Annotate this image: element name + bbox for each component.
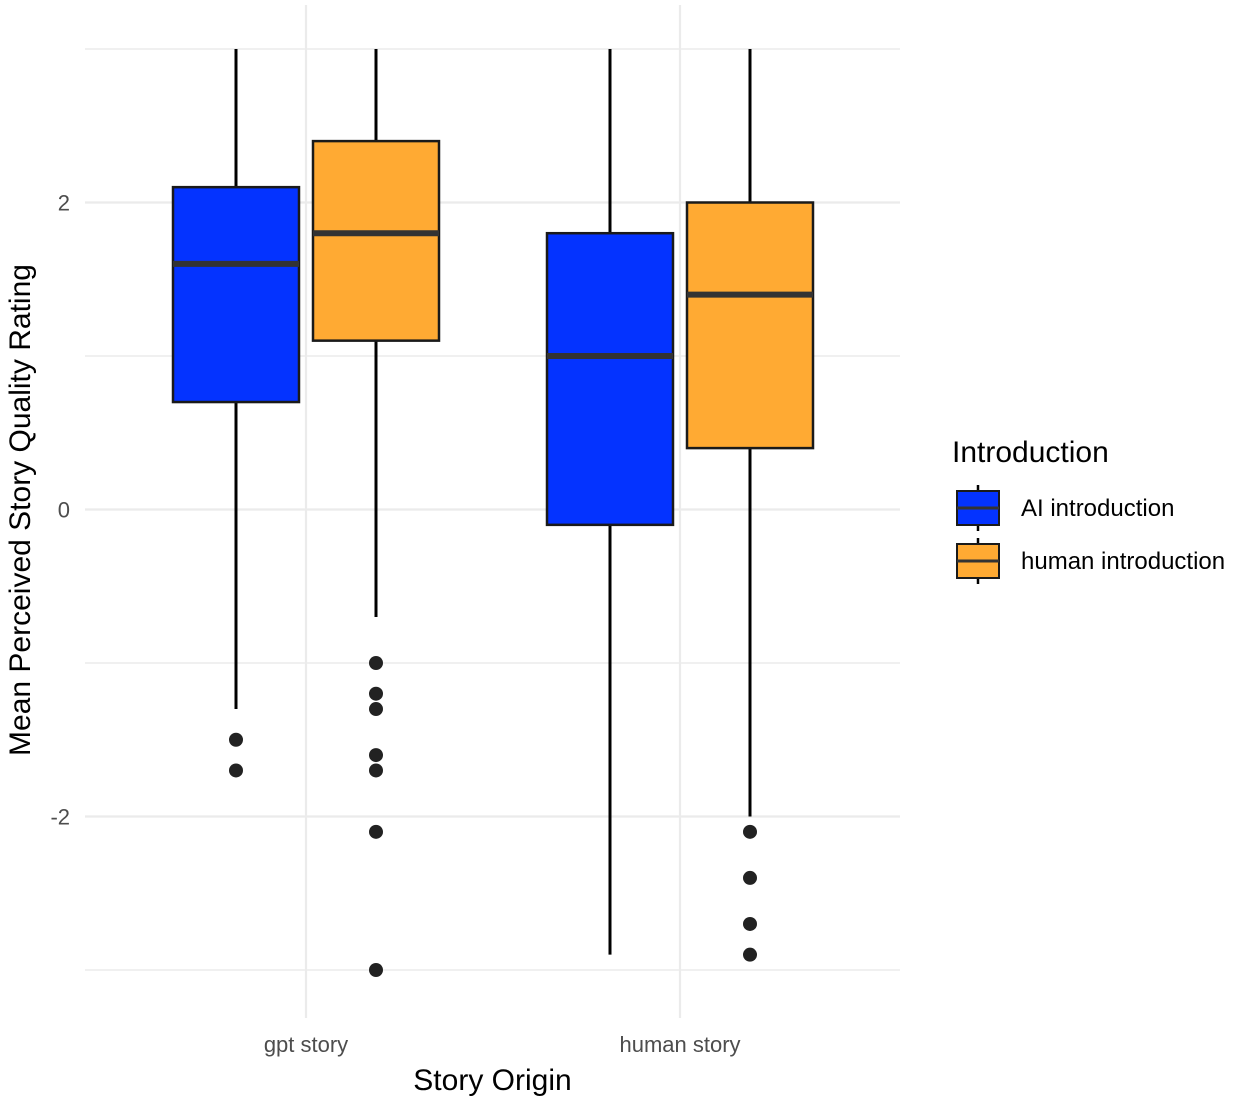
legend-key xyxy=(956,538,1000,584)
outlier-point xyxy=(369,686,383,701)
y-tick-label: 0 xyxy=(58,498,70,523)
legend-label: AI introduction xyxy=(1021,495,1174,522)
x-tick-label: gpt story xyxy=(264,1032,348,1057)
outlier-point xyxy=(743,916,757,931)
box-human-introduction-gpt-story xyxy=(311,49,441,977)
outlier-point xyxy=(369,963,383,977)
y-axis-title: Mean Perceived Story Quality Rating xyxy=(4,264,37,756)
box-ai-introduction-human-story xyxy=(545,49,675,955)
outlier-point xyxy=(229,732,243,747)
box-ai-introduction-gpt-story xyxy=(171,49,301,778)
outlier-point xyxy=(743,870,757,885)
box-iqr xyxy=(685,201,815,450)
legend-label: human introduction xyxy=(1021,548,1225,575)
legend-title: Introduction xyxy=(952,436,1109,469)
y-axis-tick-labels: -2 0 2 xyxy=(50,191,70,830)
outlier-point xyxy=(229,763,243,778)
outlier-point xyxy=(369,656,383,670)
box-iqr xyxy=(171,185,301,404)
x-axis-title: Story Origin xyxy=(413,1064,571,1097)
x-axis-tick-labels: gpt story human story xyxy=(264,1032,741,1057)
outlier-point xyxy=(369,763,383,778)
legend-key xyxy=(956,485,1000,531)
outlier-point xyxy=(369,824,383,839)
x-tick-label: human story xyxy=(619,1032,740,1057)
outlier-point xyxy=(369,748,383,763)
legend: Introduction AI introduction human introd… xyxy=(952,436,1225,584)
box-human-introduction-human-story xyxy=(685,49,815,962)
y-tick-label: 2 xyxy=(58,191,70,216)
outlier-point xyxy=(743,824,757,839)
y-tick-label: -2 xyxy=(50,805,70,830)
box-iqr xyxy=(545,231,675,527)
outlier-point xyxy=(743,947,757,962)
box-iqr xyxy=(311,139,441,342)
outlier-point xyxy=(369,702,383,717)
plot-area xyxy=(171,49,815,977)
grid-lines xyxy=(85,5,900,1018)
